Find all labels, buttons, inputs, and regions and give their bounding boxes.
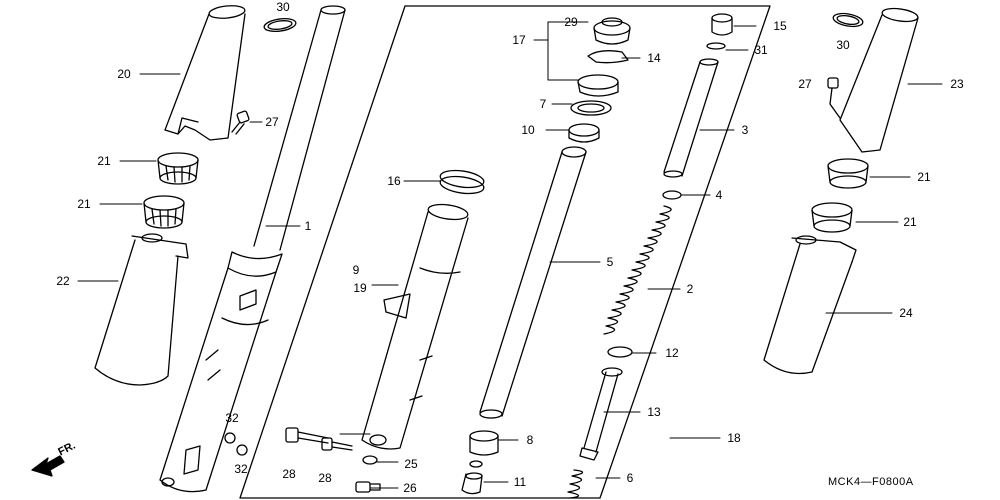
callout-31: 31 [754, 43, 768, 57]
washer-12 [607, 346, 633, 358]
callout-20: 20 [117, 67, 131, 81]
o-ring-30-left [263, 18, 297, 32]
washer-25 [362, 455, 378, 465]
callout-21-left-lower: 21 [77, 197, 91, 211]
callout-30-right: 30 [836, 38, 850, 52]
cap-32-lower [236, 444, 248, 456]
spacer-3 [663, 58, 719, 178]
o-ring-31 [706, 42, 726, 50]
lower-cover-22 [94, 233, 189, 386]
callout-16: 16 [387, 174, 401, 188]
seal-17 [577, 74, 619, 97]
bolt-15 [711, 13, 733, 36]
callout-10: 10 [521, 123, 535, 137]
fr-arrow-icon [31, 455, 65, 477]
callout-21-right-lower: 21 [903, 215, 917, 229]
bolt-27-right [827, 77, 841, 119]
inner-tube-5 [479, 146, 587, 419]
callout-24: 24 [899, 306, 913, 320]
upper-cover-23 [839, 7, 919, 153]
bushing-8 [469, 430, 499, 456]
callout-29: 29 [564, 15, 578, 29]
callout-32-lower: 32 [234, 462, 248, 476]
seal-16 [439, 169, 485, 195]
spring-2 [603, 205, 672, 335]
callout-6: 6 [626, 471, 634, 485]
washer-4 [662, 190, 682, 200]
fork-assembly-1 [159, 5, 346, 493]
cap-29 [593, 17, 631, 45]
o-ring-30-right [832, 12, 864, 28]
callout-27-right: 27 [798, 77, 812, 91]
callout-14: 14 [647, 51, 661, 65]
callout-17: 17 [512, 33, 526, 47]
clip-14 [587, 50, 629, 64]
callout-11: 11 [513, 475, 527, 489]
bushing-10 [568, 123, 600, 143]
callout-1: 1 [304, 219, 312, 233]
callout-4: 4 [715, 188, 723, 202]
callout-15: 15 [773, 19, 787, 33]
callout-19: 19 [353, 281, 367, 295]
bearing-21-right-lower [811, 202, 853, 233]
lower-cover-24 [763, 235, 857, 375]
callout-9: 9 [352, 263, 360, 277]
bolt-28-a [285, 427, 329, 444]
callout-28-b: 28 [318, 471, 332, 485]
callout-5: 5 [606, 255, 614, 269]
callout-27-left: 27 [265, 115, 279, 129]
callout-2: 2 [686, 282, 694, 296]
callout-13: 13 [647, 405, 661, 419]
callout-3: 3 [741, 123, 749, 137]
diagram-code: MCK4—F0800A [828, 476, 914, 488]
callout-21-left-upper: 21 [97, 154, 111, 168]
bearing-21-right-upper [827, 158, 869, 189]
collar-11 [461, 460, 483, 495]
bolt-28-b [321, 437, 353, 451]
group-frame [239, 5, 771, 499]
callout-32-upper: 32 [225, 411, 239, 425]
callout-28-a: 28 [282, 467, 296, 481]
callout-8: 8 [526, 433, 534, 447]
callout-7: 7 [539, 97, 547, 111]
bearing-21-left-upper [157, 152, 199, 185]
seal-7 [570, 100, 612, 116]
callout-26: 26 [403, 481, 417, 495]
leader-lines [77, 21, 943, 489]
cap-32-upper [224, 432, 236, 444]
bolt-26 [355, 481, 381, 493]
spring-6 [567, 469, 584, 499]
damper-rod-13 [579, 367, 623, 461]
callout-23: 23 [950, 77, 964, 91]
callout-21-right-upper: 21 [917, 170, 931, 184]
bolt-27-left [231, 110, 250, 135]
slider-9-19 [361, 203, 469, 450]
callout-30-left: 30 [276, 0, 290, 14]
callout-18: 18 [727, 431, 741, 445]
callout-12: 12 [665, 346, 679, 360]
callout-22: 22 [56, 274, 70, 288]
callout-25: 25 [404, 457, 418, 471]
upper-cover-20 [164, 5, 246, 141]
bearing-21-left-lower [143, 195, 185, 229]
